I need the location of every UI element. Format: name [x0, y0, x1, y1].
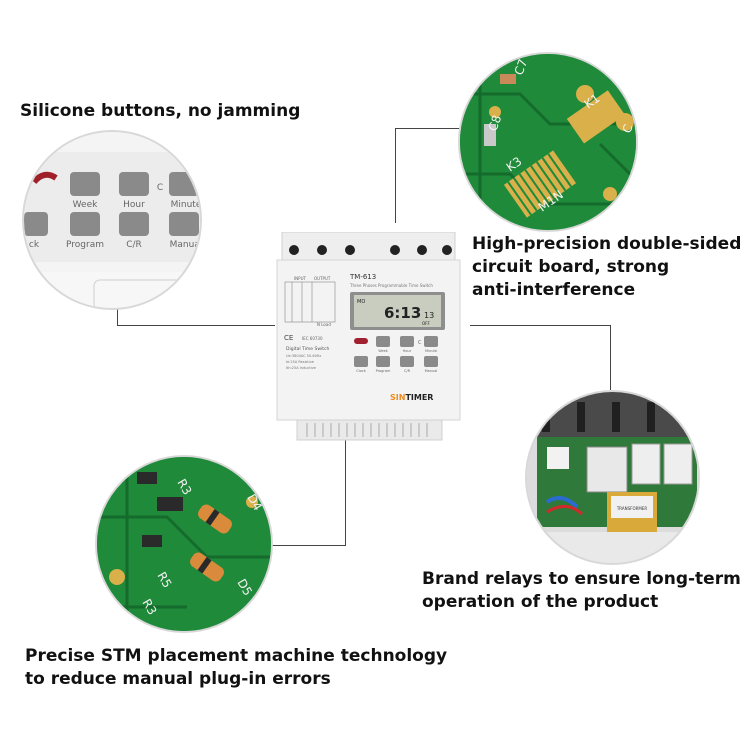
- buttons-label-manual: Manual: [170, 240, 202, 250]
- buttons-label-week: Week: [73, 200, 98, 210]
- timer-device: INPUT OUTPUT N Load TM-613 Three Phases …: [272, 231, 465, 442]
- caption-circuit-board: High-precision double-sided circuit boar…: [472, 234, 742, 300]
- device-btn-hour: Hour: [403, 349, 412, 353]
- device-output-label: OUTPUT: [314, 276, 331, 281]
- caption-buttons: Silicone buttons, no jamming: [20, 101, 301, 121]
- connector-line-stm-v: [345, 440, 346, 545]
- connector-line-stm-h: [265, 545, 346, 546]
- device-desc-3: Ith:25A Inductive: [286, 366, 316, 370]
- buttons-label-hour: Hour: [123, 200, 145, 210]
- device-btn-minute: Minute: [425, 349, 437, 353]
- device-display-seconds: 13: [424, 311, 434, 320]
- device-btn-cr: C/R: [404, 369, 411, 373]
- pcb-label-c8: C8: [486, 113, 505, 133]
- device-brand-b: TIMER: [405, 393, 433, 402]
- device-display-day: MO: [357, 299, 365, 305]
- device-standard: IEC 60730: [302, 336, 323, 341]
- pcb-closeup-graphic: C7 K1 C8 K3 M1N C: [460, 54, 636, 230]
- device-btn-clock: Clock: [356, 369, 366, 373]
- buttons-label-program: Program: [66, 240, 104, 250]
- device-subtitle: Three Phases Programmable Time Switch: [349, 283, 433, 288]
- device-display-time: 6:13: [384, 304, 421, 322]
- timer-device-graphic: INPUT OUTPUT N Load TM-613 Three Phases …: [276, 231, 461, 441]
- device-desc-2: Ie:25A Resistive: [286, 360, 314, 364]
- connector-line-buttons-h: [117, 325, 275, 326]
- relay-closeup-graphic: TRANSFORMER: [527, 392, 698, 563]
- buttons-label-clock: ck: [29, 240, 40, 250]
- connector-line-relays-h: [470, 325, 610, 326]
- pcb-closeup-image: C7 K1 C8 K3 M1N C: [458, 52, 638, 232]
- stm-label-r5: R5: [154, 570, 174, 591]
- connector-line-relays-v: [610, 325, 611, 390]
- device-btn-manual: Manual: [425, 369, 438, 373]
- device-desc-1: Ue:380VAC 50-60Hz: [286, 354, 321, 358]
- device-load-label: N Load: [317, 322, 331, 327]
- stm-closeup-graphic: R3 D4 D5 R5 R3: [97, 457, 271, 631]
- relay-transformer-label: TRANSFORMER: [616, 506, 648, 511]
- buttons-label-cr: C/R: [126, 240, 142, 250]
- buttons-label-minute: Minute: [171, 200, 202, 210]
- device-brand-a: SIN: [390, 393, 405, 402]
- device-model: TM-613: [349, 273, 376, 281]
- buttons-closeup-image: Week Hour Minute Program C/R Manual ck C: [22, 130, 202, 310]
- device-btn-week: Week: [378, 349, 389, 353]
- stm-label-r3: R3: [174, 477, 194, 498]
- buttons-c-mark: C: [157, 183, 163, 193]
- device-display-state: OFF: [422, 321, 430, 326]
- caption-relays: Brand relays to ensure long-term operati…: [422, 569, 741, 612]
- device-c-mark: C: [418, 340, 422, 346]
- device-brand: SINTIMER: [390, 393, 433, 402]
- device-input-label: INPUT: [294, 276, 307, 281]
- pcb-label-c7: C7: [512, 57, 531, 77]
- connector-line-top-h: [395, 128, 460, 129]
- device-btn-program: Program: [376, 369, 391, 373]
- relay-closeup-image: TRANSFORMER: [525, 390, 700, 565]
- stm-closeup-image: R3 D4 D5 R5 R3: [95, 455, 273, 633]
- device-ce-mark: CE: [284, 334, 293, 342]
- connector-line-top-v: [395, 128, 396, 223]
- buttons-closeup-graphic: Week Hour Minute Program C/R Manual ck C: [24, 132, 202, 308]
- caption-stm: Precise STM placement machine technology…: [25, 646, 448, 689]
- stm-label-r3b: R3: [139, 597, 159, 618]
- device-desc-0: Digital Time Switch: [286, 346, 329, 352]
